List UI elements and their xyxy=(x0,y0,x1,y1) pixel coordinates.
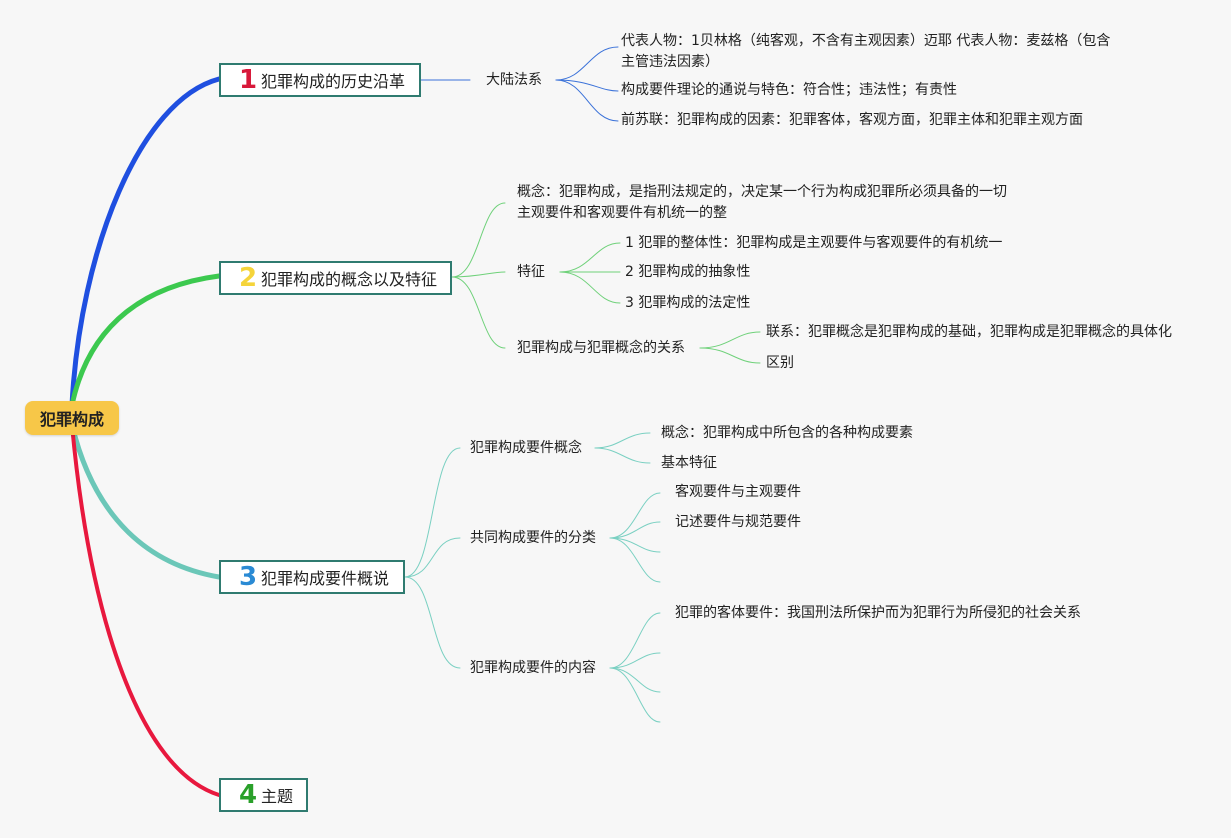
leaf-element-definition[interactable]: 概念：犯罪构成中所包含的各种构成要素 xyxy=(661,425,913,441)
link-b3-ct1 xyxy=(609,612,661,669)
leaf-basic-features[interactable]: 基本特征 xyxy=(661,455,717,471)
main-topic-3-label: 犯罪构成要件概说 xyxy=(261,569,390,588)
root-topic-label: 犯罪构成 xyxy=(39,410,104,429)
leaf-relation-difference[interactable]: 区别 xyxy=(766,355,794,371)
leaf-relation-link[interactable]: 联系：犯罪概念是犯罪构成的基础，犯罪构成是犯罪概念的具体化 xyxy=(766,324,1172,340)
topic-number-4: 4 xyxy=(239,780,258,810)
leaf-common-theory[interactable]: 构成要件理论的通说与特色：符合性；违法性；有责性 xyxy=(621,82,957,98)
link-b1-leaf-2 xyxy=(555,79,619,92)
link-b2-relation xyxy=(451,276,506,349)
root-link-3 xyxy=(69,422,222,580)
link-b2-f3 xyxy=(559,271,621,304)
link-b3-cl4 xyxy=(609,537,661,583)
link-b3-cl2 xyxy=(609,521,661,539)
root-link-4 xyxy=(70,423,221,797)
main-topic-1[interactable]: 1 犯罪构成的历史沿革 xyxy=(219,63,421,97)
leaf-object-element[interactable]: 犯罪的客体要件：我国刑法所保护而为犯罪行为所侵犯的社会关系 xyxy=(675,605,1081,621)
subtopic-classification[interactable]: 共同构成要件的分类 xyxy=(470,530,596,546)
link-b2-f1 xyxy=(559,242,621,273)
leaf-soviet-elements[interactable]: 前苏联：犯罪构成的因素：犯罪客体，客观方面，犯罪主体和犯罪主观方面 xyxy=(621,112,1083,128)
main-topic-4[interactable]: 4 主题 xyxy=(219,778,308,812)
main-topic-4-label: 主题 xyxy=(261,787,294,806)
subtopic-element-concept[interactable]: 犯罪构成要件概念 xyxy=(470,440,582,456)
link-b3-ct2 xyxy=(609,652,661,669)
link-b2-concept xyxy=(451,202,506,278)
subtopic-relation[interactable]: 犯罪构成与犯罪概念的关系 xyxy=(517,340,685,356)
link-b3-ct3 xyxy=(609,667,661,693)
main-topic-3[interactable]: 3 犯罪构成要件概说 xyxy=(219,560,405,594)
leaf-feature-2[interactable]: 2 犯罪构成的抽象性 xyxy=(625,264,751,280)
subtopic-concept[interactable]: 概念：犯罪构成，是指刑法规定的，决定某一个行为构成犯罪所必须具备的一切主观要件和… xyxy=(517,184,1007,221)
link-b3-content xyxy=(404,576,461,669)
leaf-feature-1[interactable]: 1 犯罪的整体性：犯罪构成是主观要件与客观要件的有机统一 xyxy=(625,235,1003,251)
subtopic-features[interactable]: 特征 xyxy=(517,264,545,280)
root-topic[interactable]: 犯罪构成 xyxy=(25,401,119,435)
link-b3-concept xyxy=(404,447,461,578)
link-b3-c1 xyxy=(594,432,651,449)
link-b3-ct4 xyxy=(609,667,661,723)
main-topic-2-label: 犯罪构成的概念以及特征 xyxy=(261,270,438,289)
main-topic-2[interactable]: 2 犯罪构成的概念以及特征 xyxy=(219,261,452,295)
leaf-descriptive-normative[interactable]: 记述要件与规范要件 xyxy=(675,514,801,530)
subtopic-element-content[interactable]: 犯罪构成要件的内容 xyxy=(470,660,596,676)
link-b2-features xyxy=(451,271,506,278)
leaf-feature-3[interactable]: 3 犯罪构成的法定性 xyxy=(625,295,751,311)
topic-number-1: 1 xyxy=(239,65,258,95)
link-b3-cl3 xyxy=(609,537,661,553)
link-b1-leaf-1 xyxy=(555,46,619,81)
leaf-representatives[interactable]: 代表人物：1贝林格（纯客观，不含有主观因素）迈耶 代表人物：麦兹格（包含主管违法… xyxy=(621,33,1111,70)
leaf-objective-subjective[interactable]: 客观要件与主观要件 xyxy=(675,484,801,500)
link-b2-r2 xyxy=(699,347,761,364)
topic-number-2: 2 xyxy=(239,263,258,293)
link-b3-class xyxy=(404,537,461,578)
topic-number-3: 3 xyxy=(239,562,258,592)
subtopic-continental-law[interactable]: 大陆法系 xyxy=(486,72,542,88)
root-link-1 xyxy=(69,76,222,408)
link-b2-r1 xyxy=(699,331,761,349)
link-b1-leaf-3 xyxy=(555,79,619,122)
link-b3-cl1 xyxy=(609,492,661,539)
link-b3-c2 xyxy=(594,447,651,464)
main-topic-1-label: 犯罪构成的历史沿革 xyxy=(261,72,406,91)
root-link-2 xyxy=(69,273,222,408)
